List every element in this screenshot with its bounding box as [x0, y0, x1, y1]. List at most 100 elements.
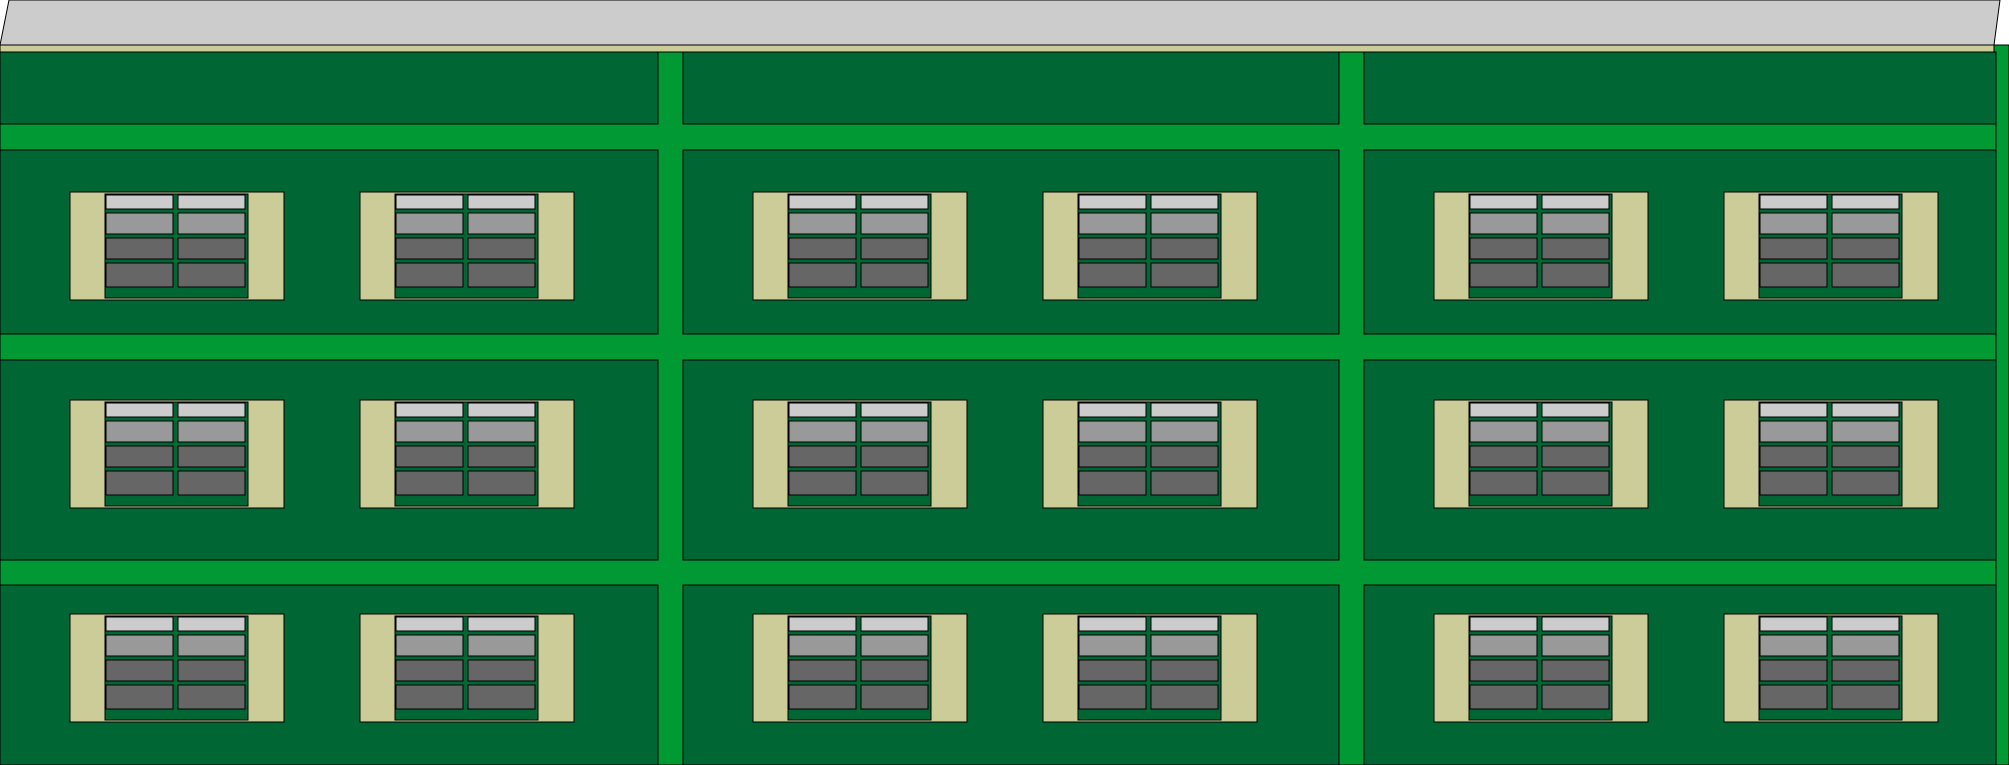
- window-pane: [788, 659, 857, 682]
- window-pane: [1759, 445, 1828, 468]
- window-pane: [395, 212, 464, 235]
- window-pane: [1831, 445, 1900, 468]
- window: [1723, 613, 1939, 723]
- window-pane: [105, 684, 174, 710]
- window-pane: [395, 616, 464, 632]
- window-pane: [1469, 237, 1538, 260]
- window-pane: [395, 684, 464, 710]
- window-pane: [105, 634, 174, 657]
- window-pane: [1150, 212, 1219, 235]
- window-pane: [860, 420, 929, 443]
- window: [752, 613, 968, 723]
- roof-edge: [0, 44, 1995, 53]
- window-pane: [467, 262, 536, 288]
- window-pane: [395, 659, 464, 682]
- window-pane: [860, 194, 929, 210]
- window-pane: [105, 212, 174, 235]
- window-pane: [395, 237, 464, 260]
- window-pane: [1541, 445, 1610, 468]
- window-pane: [788, 634, 857, 657]
- window-pane: [467, 470, 536, 496]
- window-pane: [1469, 445, 1538, 468]
- window-pane: [105, 659, 174, 682]
- window-pane: [1759, 420, 1828, 443]
- window-pane: [1150, 616, 1219, 632]
- window-pane: [788, 402, 857, 418]
- window-pane: [395, 194, 464, 210]
- window-pane: [1759, 212, 1828, 235]
- window-pane: [177, 420, 246, 443]
- window-pane: [1078, 445, 1147, 468]
- window-pane: [395, 445, 464, 468]
- window-pane: [788, 445, 857, 468]
- window: [1433, 399, 1649, 509]
- window-pane: [1078, 237, 1147, 260]
- window-pane: [1541, 420, 1610, 443]
- parapet-panel: [682, 51, 1340, 125]
- window-pane: [1469, 212, 1538, 235]
- window-pane: [105, 420, 174, 443]
- window-pane: [1759, 684, 1828, 710]
- window-pane: [1831, 402, 1900, 418]
- window-pane: [467, 402, 536, 418]
- window-pane: [1541, 212, 1610, 235]
- window-pane: [177, 237, 246, 260]
- window: [1433, 613, 1649, 723]
- window-pane: [1078, 420, 1147, 443]
- window-pane: [177, 402, 246, 418]
- window-pane: [467, 616, 536, 632]
- window-pane: [177, 470, 246, 496]
- window-pane: [177, 659, 246, 682]
- window-pane: [1078, 212, 1147, 235]
- window-pane: [1759, 616, 1828, 632]
- window-pane: [1541, 684, 1610, 710]
- window: [1723, 399, 1939, 509]
- window-pane: [788, 470, 857, 496]
- window-pane: [860, 212, 929, 235]
- window-pane: [1469, 616, 1538, 632]
- window-pane: [1150, 420, 1219, 443]
- window-pane: [177, 616, 246, 632]
- window-pane: [1078, 659, 1147, 682]
- window-pane: [860, 445, 929, 468]
- window-pane: [1541, 616, 1610, 632]
- window-pane: [1759, 262, 1828, 288]
- window-pane: [105, 470, 174, 496]
- window-pane: [860, 659, 929, 682]
- window-pane: [467, 237, 536, 260]
- window: [69, 399, 285, 509]
- window-pane: [1078, 194, 1147, 210]
- window-pane: [1831, 659, 1900, 682]
- window-pane: [860, 684, 929, 710]
- window-pane: [395, 470, 464, 496]
- window-pane: [395, 634, 464, 657]
- window-pane: [1150, 634, 1219, 657]
- window-pane: [1150, 684, 1219, 710]
- window-pane: [105, 194, 174, 210]
- window-pane: [788, 616, 857, 632]
- window-pane: [177, 634, 246, 657]
- window-pane: [1541, 237, 1610, 260]
- window-pane: [1831, 420, 1900, 443]
- window-pane: [1469, 262, 1538, 288]
- window-pane: [1078, 634, 1147, 657]
- window-pane: [860, 470, 929, 496]
- window-pane: [1150, 659, 1219, 682]
- window-pane: [177, 262, 246, 288]
- window: [69, 613, 285, 723]
- window-pane: [860, 634, 929, 657]
- window-pane: [1541, 470, 1610, 496]
- window-pane: [467, 420, 536, 443]
- window-pane: [1150, 262, 1219, 288]
- window-pane: [467, 445, 536, 468]
- window-pane: [860, 402, 929, 418]
- window-pane: [105, 616, 174, 632]
- window: [1433, 191, 1649, 301]
- window-pane: [1759, 659, 1828, 682]
- window-pane: [1831, 684, 1900, 710]
- window-pane: [395, 402, 464, 418]
- window-pane: [1078, 402, 1147, 418]
- window-pane: [177, 445, 246, 468]
- window-pane: [1150, 194, 1219, 210]
